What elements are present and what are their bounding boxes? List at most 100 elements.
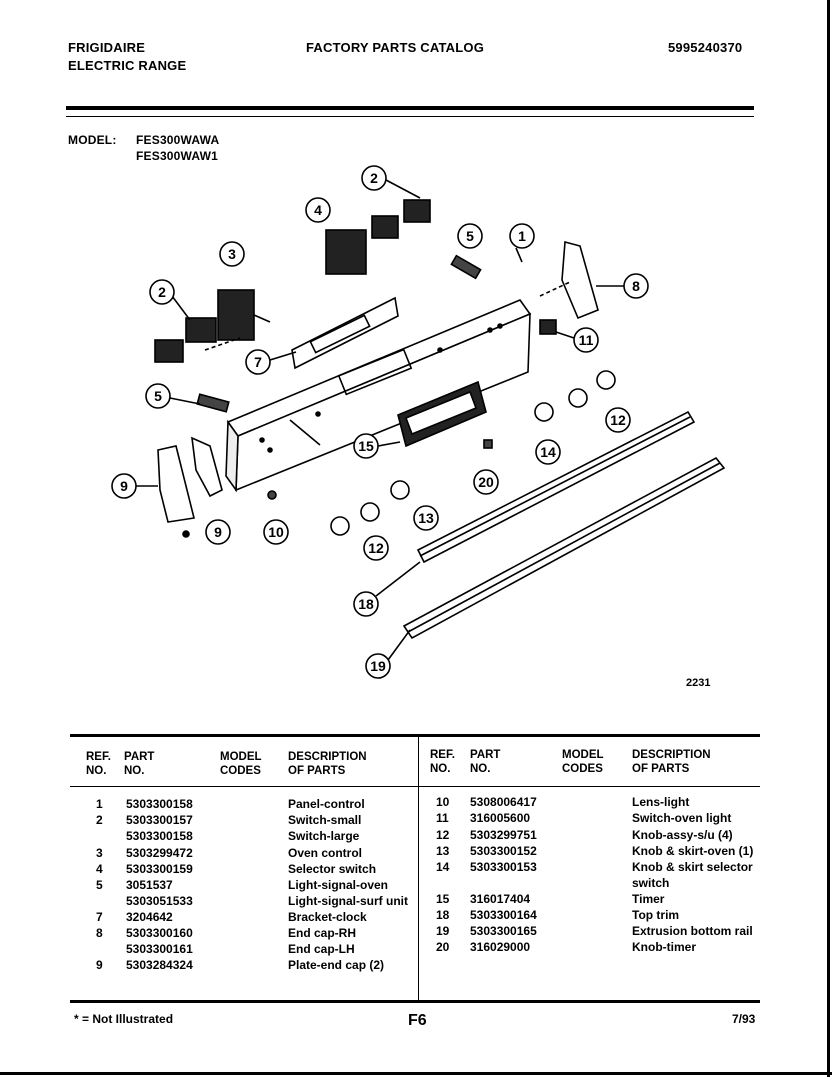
header-model-codes-left: MODEL CODES [220,751,262,777]
callout-12-bottom: 12 [363,535,389,561]
svg-text:2: 2 [370,170,378,186]
drawing-number: 2231 [686,677,710,689]
callout-11: 11 [555,327,599,353]
svg-text:20: 20 [478,474,494,490]
not-illustrated-note: * = Not Illustrated [74,1012,174,1026]
callout-15: 15 [353,433,401,459]
svg-text:2: 2 [158,284,166,300]
svg-text:3: 3 [228,246,236,262]
callout-20: 20 [473,469,499,495]
table-top-rule [70,734,760,737]
exploded-parts-diagram: 1 2 2 3 4 5 5 7 8 9 9 10 11 12 12 13 14 … [111,165,726,689]
header-description-left: DESCRIPTION OF PARTS [288,751,367,777]
signal-light-top [450,254,482,280]
callout-3: 3 [219,241,245,267]
timer-knob-part [483,439,493,449]
callout-5-top: 5 [457,223,483,249]
table-row: switch [632,876,670,890]
callout-14: 14 [535,439,561,465]
callout-9-left: 9 [111,473,158,499]
header-ref-no-right: REF. NO. [430,749,455,775]
product-name: ELECTRIC RANGE [68,58,187,73]
svg-text:10: 10 [268,524,284,540]
top-trim-part [416,410,696,564]
callout-1: 1 [509,223,535,263]
switch-small-left [154,317,217,363]
callout-8: 8 [596,273,649,299]
callout-5-left: 5 [145,383,201,409]
callout-19: 19 [365,629,411,679]
callout-10: 10 [263,519,289,545]
table-header-rule [70,786,760,787]
header-rule [66,106,754,110]
callout-9-bottom: 9 [205,519,231,545]
callout-12-right: 12 [605,407,631,433]
end-cap-lh [157,445,195,523]
lens-light-part [267,490,277,500]
model-label: MODEL: [68,133,117,147]
signal-light-left [196,393,230,413]
callout-7: 7 [245,349,297,375]
svg-text:11: 11 [579,332,594,348]
knob-group [330,370,616,536]
catalog-date: 7/93 [732,1012,756,1026]
table-bottom-rule [70,1000,760,1003]
end-cap-plate [191,436,223,498]
svg-text:19: 19 [370,658,386,674]
svg-text:7: 7 [254,354,262,370]
callout-13: 13 [413,505,439,531]
svg-text:12: 12 [610,412,626,428]
page-border-bottom [0,1072,832,1075]
oven-control-part [204,289,271,351]
table-column-separator [418,737,419,1000]
page-number: F6 [408,1012,427,1029]
header-rule-thin [66,116,754,117]
catalog-title: FACTORY PARTS CATALOG [306,40,485,55]
page-border-right [827,0,830,1077]
header-part-no-left: PART NO. [124,751,155,777]
header-ref-no-left: REF. NO. [86,751,111,777]
header-part-no-right: PART NO. [470,749,501,775]
svg-text:15: 15 [358,438,374,454]
selector-switch-part [325,229,367,275]
svg-text:1: 1 [518,228,526,244]
header-model-codes-right: MODEL CODES [562,749,604,775]
catalog-number: 5995240370 [668,40,743,55]
oven-light-switch-part [539,319,557,335]
svg-text:5: 5 [154,388,162,404]
svg-text:8: 8 [632,278,640,294]
svg-text:5: 5 [466,228,474,244]
svg-text:4: 4 [314,202,322,218]
svg-text:9: 9 [120,478,128,494]
model-number-1: FES300WAWA [136,133,220,147]
callout-18: 18 [353,561,421,617]
switch-small-top [371,199,431,239]
model-number-2: FES300WAW1 [136,149,219,163]
callout-2-top: 2 [361,165,421,199]
callout-2-left: 2 [149,279,191,321]
end-cap-rh [561,240,599,320]
brand-name: FRIGIDAIRE [68,40,146,55]
svg-text:12: 12 [368,540,384,556]
